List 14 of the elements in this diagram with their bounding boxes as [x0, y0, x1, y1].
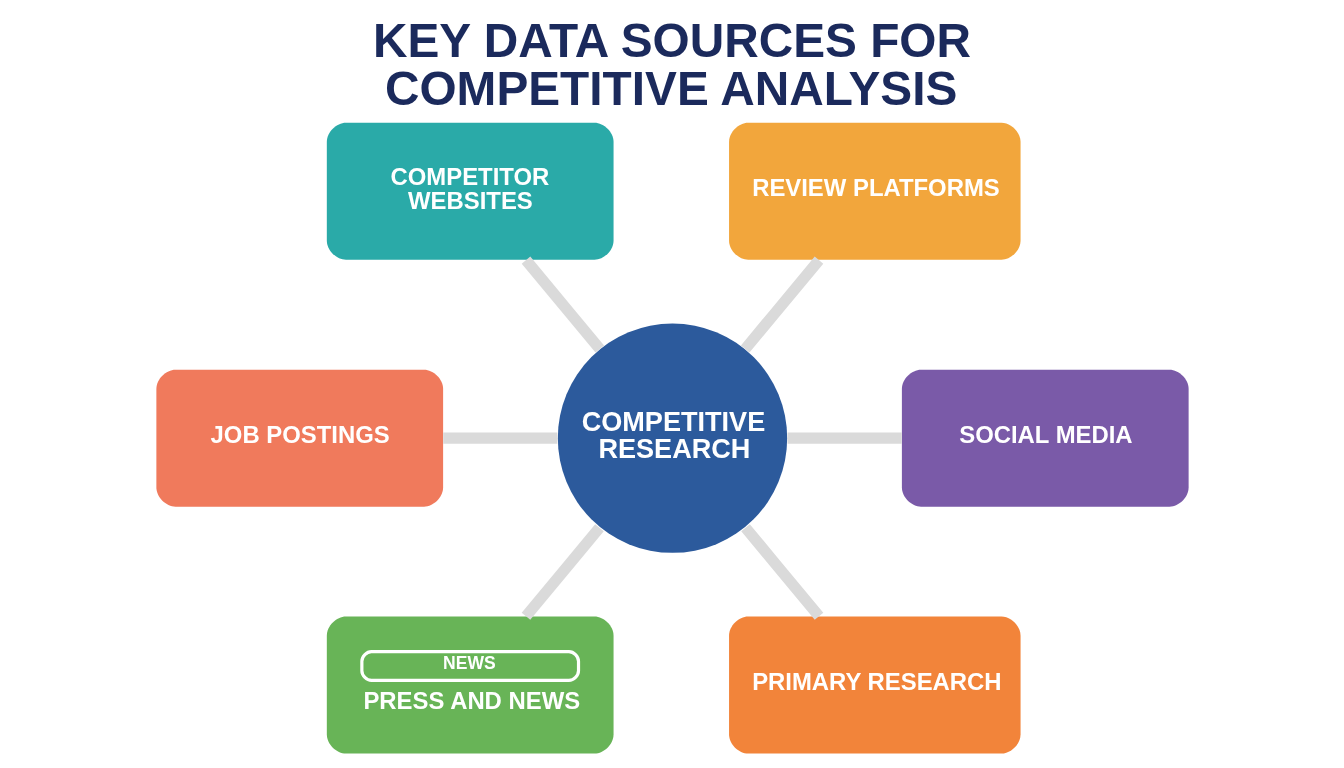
connector — [521, 256, 604, 353]
diagram-title: KEY DATA SOURCES FOR COMPETITIVE ANALYSIS — [372, 14, 971, 116]
connector — [787, 432, 902, 444]
node-box: NEWS PRESS AND NEWS — [326, 616, 614, 754]
node-box: REVIEW PLATFORMS — [728, 122, 1021, 260]
connector — [740, 256, 823, 353]
connector — [521, 524, 604, 620]
node-box: COMPETITOR WEBSITES — [326, 122, 614, 260]
node-circle: COMPETITIVE RESEARCH — [557, 323, 787, 553]
node-box: PRIMARY RESEARCH — [728, 616, 1021, 754]
node-box: JOB POSTINGS — [155, 369, 443, 507]
node-box: SOCIAL MEDIA — [901, 369, 1189, 507]
connector — [442, 432, 557, 444]
connector — [740, 524, 823, 620]
